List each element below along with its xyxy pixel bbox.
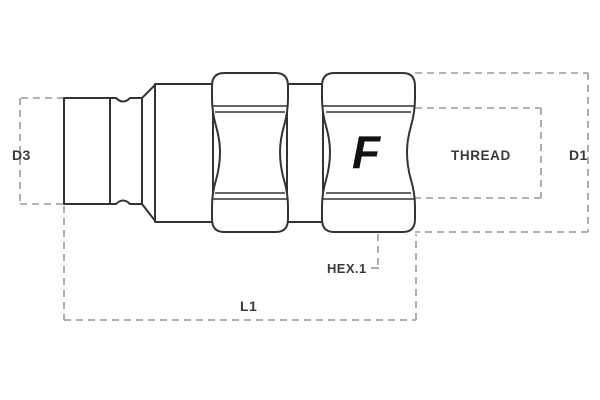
brand-logo-f-glyph: F xyxy=(352,126,382,178)
taper-cone xyxy=(141,83,157,223)
dimension-d1 xyxy=(415,72,589,233)
dimension-label-d1: D1 xyxy=(569,147,588,163)
hex-spacer-shank xyxy=(286,83,324,223)
dimension-thread xyxy=(415,107,542,199)
dimension-lines xyxy=(19,72,589,321)
nipple-cylinder xyxy=(63,97,111,205)
groove-section xyxy=(109,97,143,205)
dimension-label-l1: L1 xyxy=(240,298,258,314)
dimension-label-hex1: HEX.1 xyxy=(327,261,367,276)
dimension-l1 xyxy=(63,206,417,321)
hex-nut-left xyxy=(211,72,289,233)
dimension-label-thread: THREAD xyxy=(451,148,511,163)
brand-logo-f: F xyxy=(351,125,384,180)
hex-chamfer-lines xyxy=(213,105,414,200)
dimension-d3 xyxy=(19,97,64,205)
body-cylinder xyxy=(154,83,214,223)
dimension-label-d3: D3 xyxy=(12,147,31,163)
